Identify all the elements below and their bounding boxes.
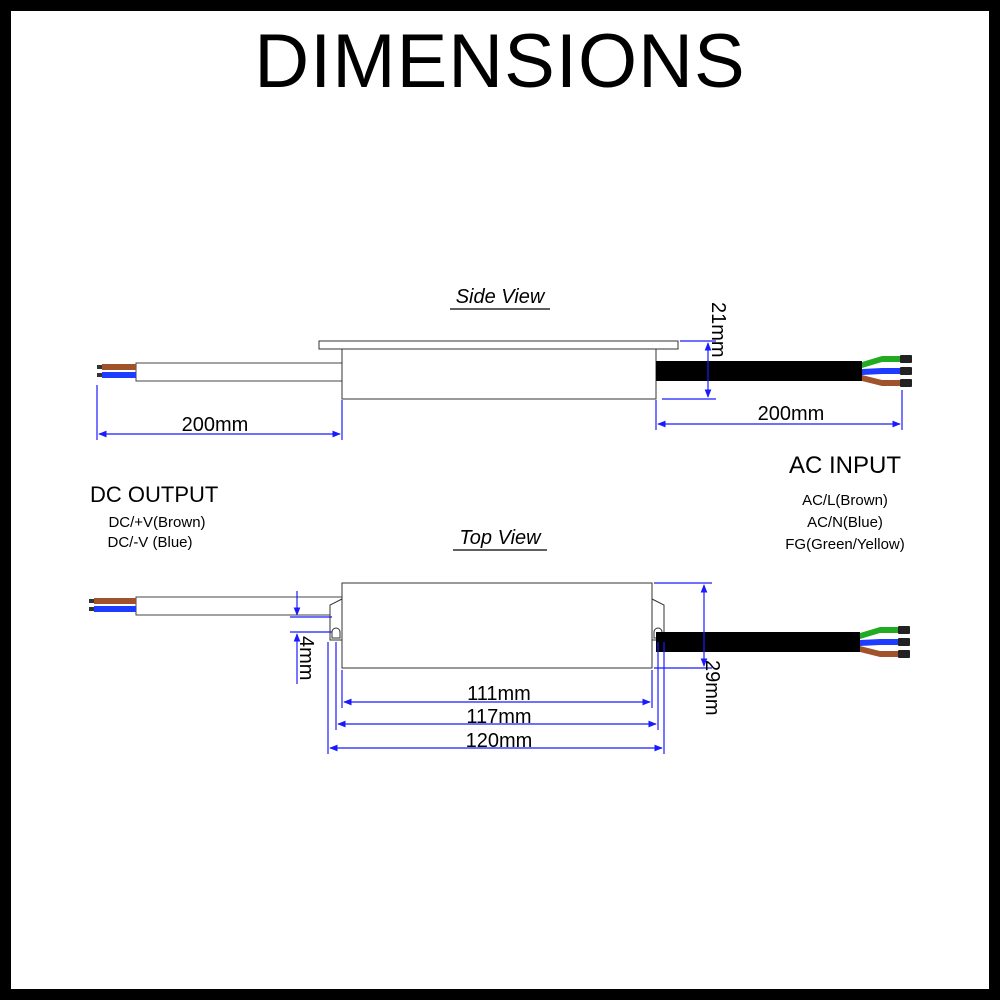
ac-input-line-3: FG(Green/Yellow) [785,536,905,553]
side-left-length-label: 200mm [182,414,249,436]
top-left-cable [135,596,343,616]
top-view-label: Top View [459,527,542,549]
top-right-cable [656,632,860,652]
ac-input-line-1: AC/L(Brown) [802,492,888,509]
top-length-dimensions [327,642,665,754]
page-title: DIMENSIONS [254,19,746,104]
side-right-length-dimension [655,390,903,430]
top-left-brown-wire [94,598,136,604]
top-housing [341,582,653,669]
side-left-brown-wire [102,364,136,370]
side-view-drawing [97,340,912,400]
dc-output-line-2: DC/-V (Blue) [107,534,192,551]
side-right-length-label: 200mm [758,403,825,425]
side-right-brown-wire [862,375,900,386]
side-right-green-wire [862,356,900,368]
side-right-blue-wire [862,368,900,375]
side-view-label: Side View [456,286,546,308]
top-mount-length-label: 117mm [466,706,531,728]
dc-output-line-1: DC/+V(Brown) [108,514,205,531]
side-height-dimension [662,340,716,400]
top-width-label: 29mm [701,660,723,716]
side-housing [341,348,657,400]
side-mounting-plate [318,340,679,350]
side-right-cable [656,361,862,381]
top-tab-label: 4mm [295,636,317,680]
ac-input-line-2: AC/N(Blue) [807,514,883,531]
top-body-length-label: 111mm [467,683,531,705]
ac-input-heading: AC INPUT [789,452,901,479]
top-right-green-wire [860,627,898,639]
top-view-drawing [89,582,910,669]
side-left-cable [135,362,343,382]
top-right-blue-wire [860,639,898,646]
side-height-label: 21mm [707,302,729,358]
top-tab-dimension [290,591,332,684]
dc-output-heading: DC OUTPUT [90,482,218,507]
top-right-brown-wire [860,646,898,657]
side-left-blue-wire [102,372,136,378]
top-total-length-label: 120mm [466,730,533,752]
top-left-blue-wire [94,606,136,612]
side-left-length-dimension [96,385,343,440]
